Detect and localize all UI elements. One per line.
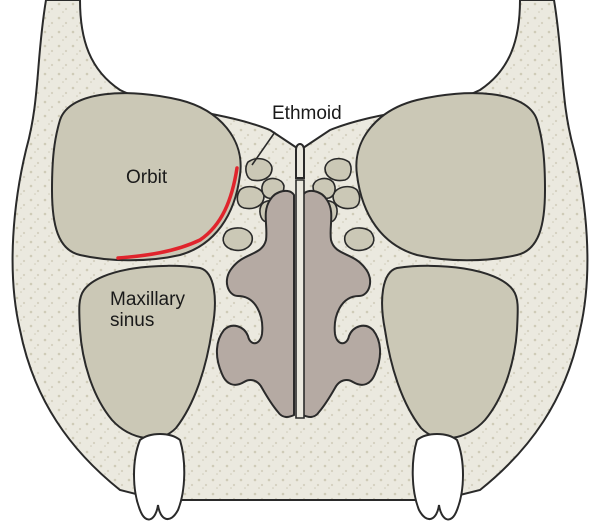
orbit-label: Orbit <box>126 168 167 188</box>
nasal-septum <box>296 180 304 418</box>
maxillary-label-line2: sinus <box>110 311 154 331</box>
ethmoid-label: Ethmoid <box>272 104 342 124</box>
left-molar-tooth <box>134 434 184 519</box>
right-orbit-cavity <box>356 93 545 260</box>
maxillary-label-line1: Maxillary <box>110 290 185 310</box>
right-molar-tooth <box>413 434 463 519</box>
crista-galli <box>296 144 304 178</box>
